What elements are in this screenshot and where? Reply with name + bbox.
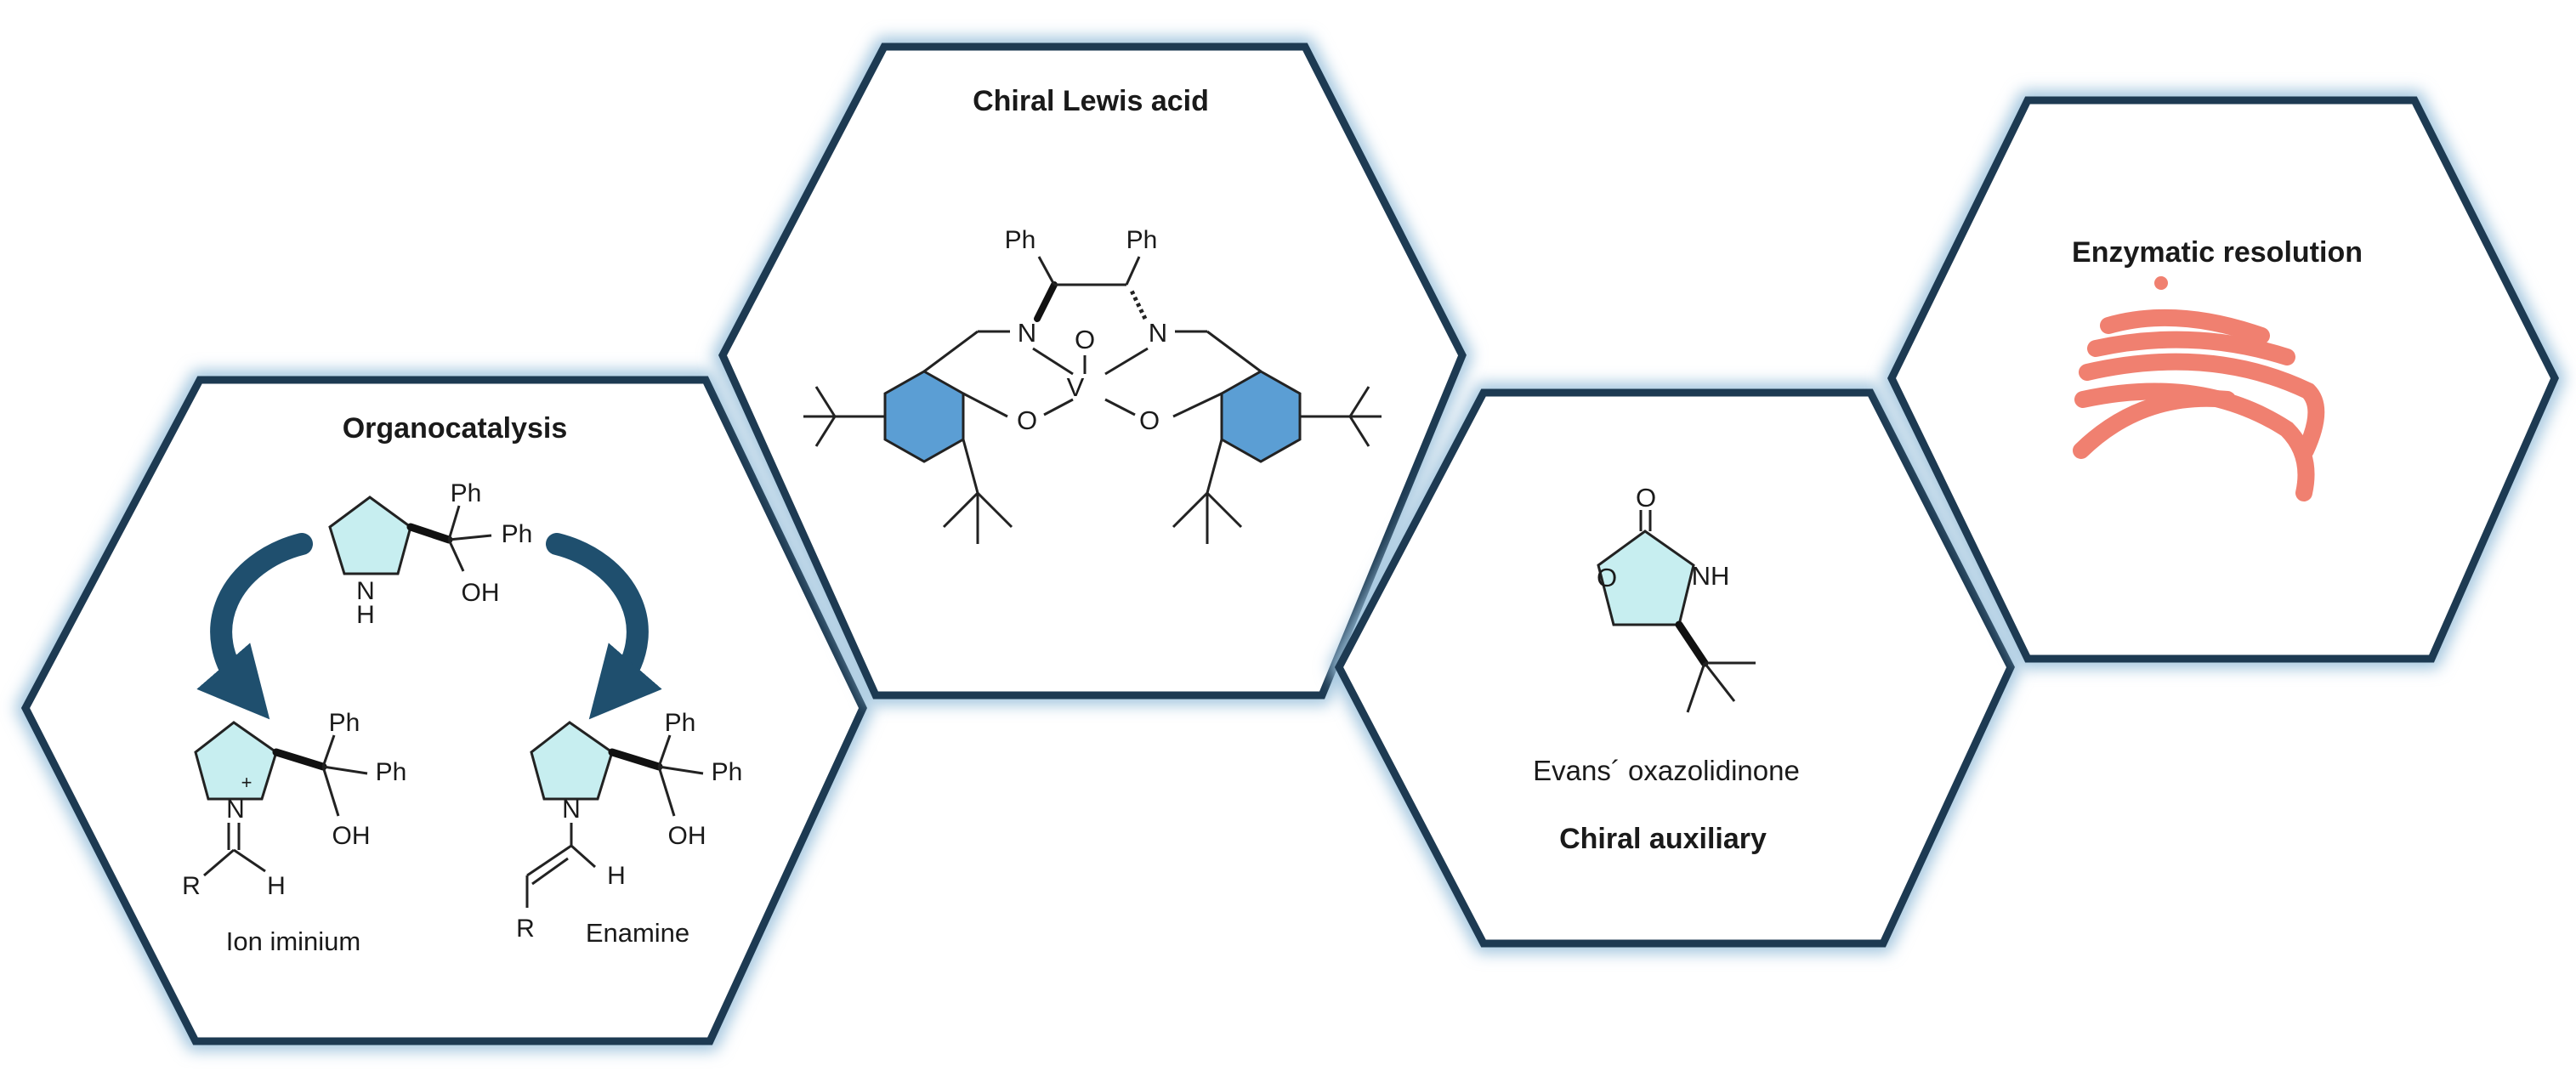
iminium-n-label: N bbox=[226, 796, 245, 824]
hexagon-organocatalysis bbox=[14, 371, 874, 1051]
enzymatic-panel: Enzymatic resolution bbox=[2072, 236, 2363, 501]
aux-carbonyl-o-label: O bbox=[1636, 483, 1656, 513]
oxazolidinone-structure: O O NH bbox=[1597, 483, 1756, 713]
iminium-caption: Ion iminium bbox=[226, 926, 361, 956]
catalyst-h-label: H bbox=[356, 601, 375, 629]
lewis-ph-right-label: Ph bbox=[1126, 226, 1158, 254]
lewis-o-right-label: O bbox=[1139, 405, 1160, 435]
aux-compound-label: Evans´ oxazolidinone bbox=[1533, 755, 1800, 786]
aux-ring-o-label: O bbox=[1597, 563, 1617, 592]
lewis-v-label: V bbox=[1067, 372, 1085, 402]
aux-title: Chiral auxiliary bbox=[1559, 823, 1767, 855]
catalyst-ph1-label: Ph bbox=[451, 479, 482, 507]
lewis-o-left-label: O bbox=[1017, 405, 1037, 435]
lewis-ph-left-label: Ph bbox=[1005, 226, 1036, 254]
catalyst-nh-label: N bbox=[356, 577, 375, 605]
lewis-n-left-label: N bbox=[1018, 318, 1036, 348]
hexagon-enzymatic bbox=[1881, 91, 2566, 668]
enamine-r-label: R bbox=[516, 915, 535, 943]
iminium-r-label: R bbox=[182, 872, 201, 900]
enamine-structure: N Ph Ph OH H R Enamine bbox=[516, 709, 742, 948]
catalyst-ph2-label: Ph bbox=[502, 520, 533, 548]
iminium-oh-label: OH bbox=[332, 822, 371, 850]
enzymatic-title: Enzymatic resolution bbox=[2072, 236, 2363, 269]
enamine-h-label: H bbox=[607, 862, 626, 890]
lewis-acid-title: Chiral Lewis acid bbox=[973, 85, 1209, 117]
catalyst-structure: N H Ph Ph OH bbox=[328, 479, 533, 629]
enamine-ph1-label: Ph bbox=[665, 709, 696, 737]
aux-nh-label: NH bbox=[1692, 561, 1730, 591]
lewis-o-top-label: O bbox=[1075, 325, 1095, 354]
iminium-h-label: H bbox=[267, 872, 286, 900]
catalyst-oh-label: OH bbox=[462, 579, 500, 607]
hexagon-auxiliary bbox=[1328, 383, 2022, 953]
enzyme-icon bbox=[2073, 276, 2325, 501]
lewis-acid-panel: Chiral Lewis acid bbox=[803, 85, 1382, 544]
organocatalysis-panel: Organocatalysis N H Ph Ph OH bbox=[182, 412, 742, 956]
iminium-structure: N + Ph Ph OH R H Ion iminium bbox=[182, 709, 406, 956]
arrow-to-enamine bbox=[546, 533, 662, 720]
auxiliary-panel: O O NH Evans´ oxazolidinone Chiral auxil… bbox=[1533, 483, 1800, 855]
enamine-oh-label: OH bbox=[668, 822, 706, 850]
iminium-plus-label: + bbox=[241, 772, 252, 793]
hexagon-lewis-acid bbox=[712, 37, 1473, 705]
lewis-n-right-label: N bbox=[1149, 318, 1167, 348]
enamine-n-label: N bbox=[562, 796, 581, 824]
iminium-ph2-label: Ph bbox=[376, 758, 407, 786]
enamine-caption: Enamine bbox=[586, 918, 689, 948]
salen-vanadium-structure: Ph Ph N N O V O O bbox=[803, 226, 1382, 544]
enamine-ph2-label: Ph bbox=[712, 758, 743, 786]
iminium-ph1-label: Ph bbox=[329, 709, 360, 737]
arrow-to-iminium bbox=[196, 533, 313, 720]
organocatalysis-title: Organocatalysis bbox=[343, 412, 568, 445]
